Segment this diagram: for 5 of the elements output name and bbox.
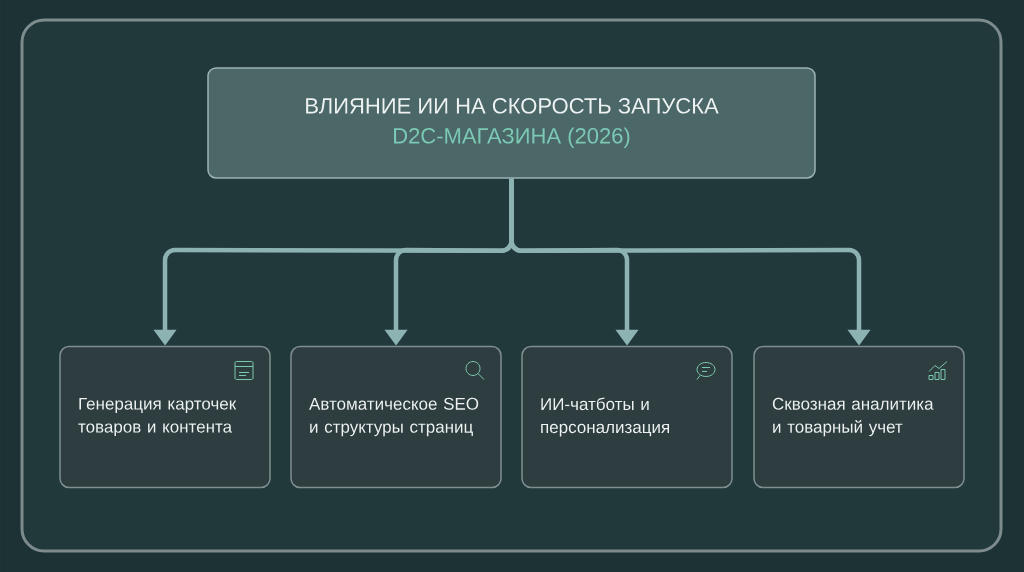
title-box: ВЛИЯНИЕ ИИ НА СКОРОСТЬ ЗАПУСКА D2C-МАГАЗИНА (2026) <box>207 67 816 179</box>
process-box: Сквозная аналитика и товарный учет <box>753 345 965 489</box>
process-box: Генерация карточек товаров и контента <box>59 345 271 489</box>
process-box: ИИ-чатботы и персонализация <box>521 345 733 489</box>
process-box: Автоматическое SEO и структуры страниц <box>290 345 502 489</box>
